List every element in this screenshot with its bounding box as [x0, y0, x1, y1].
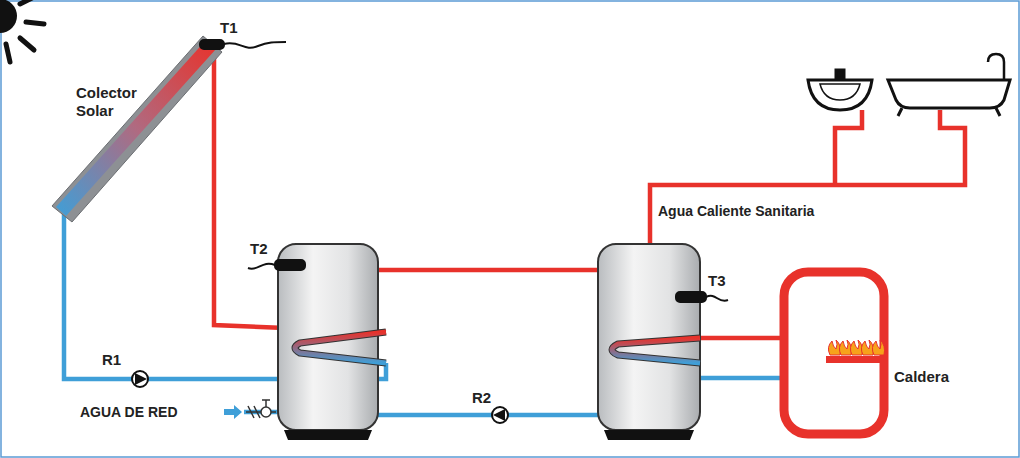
pipe: [370, 268, 600, 273]
inlet-valves: [224, 400, 276, 419]
sensor-name: T2: [250, 240, 268, 257]
solar-collector: [52, 36, 222, 222]
pipe: [370, 413, 600, 418]
pipe-label: Agua Caliente Sanitaria: [658, 203, 814, 219]
sensor-name: T1: [220, 19, 238, 36]
pump-name: R1: [102, 351, 121, 368]
pump-name: R2: [472, 389, 491, 406]
pipe: [700, 336, 784, 341]
boiler: [784, 272, 885, 434]
tank: [278, 244, 700, 440]
sun: [0, 0, 44, 62]
inlet-label: AGUA DE RED: [80, 404, 178, 420]
washbasin: [808, 70, 872, 110]
boiler-label-box: Caldera: [894, 368, 984, 386]
component-label: Caldera: [894, 368, 984, 386]
bathtub: [888, 54, 1010, 116]
component-label: Colector Solar: [76, 84, 160, 120]
sensor-name: T3: [708, 272, 726, 289]
collector-label-box: Colector Solar: [76, 84, 160, 120]
circulation-pump: [132, 371, 508, 423]
pipe: [835, 110, 862, 185]
heat-exchanger-coil: [295, 332, 700, 363]
temperature-sensor: [200, 40, 728, 302]
pipe: [650, 110, 965, 244]
